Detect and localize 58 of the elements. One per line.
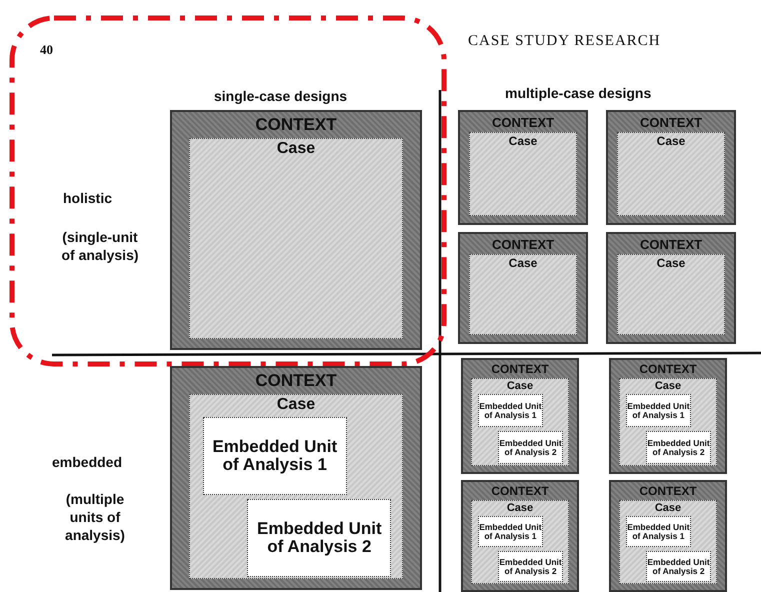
context-heading: CONTEXT	[254, 115, 338, 135]
case-box	[617, 254, 725, 335]
row-subheading: (multiple units of analysis)	[64, 490, 126, 545]
page-number: 40	[40, 42, 53, 58]
case-box	[469, 254, 577, 335]
embedded-unit-box: Embedded Unit of Analysis 2	[646, 551, 712, 582]
embedded-unit-box: Embedded Unit of Analysis 1	[478, 516, 544, 547]
embedded-unit-box: Embedded Unit of Analysis 1	[626, 394, 692, 427]
case-box	[471, 500, 569, 584]
embedded-unit-box: Embedded Unit of Analysis 2	[247, 499, 392, 577]
case-box	[471, 378, 569, 466]
column-heading: single-case designs	[214, 88, 348, 104]
embedded-unit-box: Embedded Unit of Analysis 2	[646, 431, 712, 464]
case-box	[619, 500, 717, 584]
case-label: Case	[656, 134, 686, 148]
case-label: Case	[656, 256, 686, 270]
context-box	[458, 232, 588, 344]
context-box	[606, 110, 736, 225]
context-box	[461, 480, 579, 592]
context-heading: CONTEXT	[490, 362, 550, 376]
context-box	[170, 366, 422, 590]
embedded-unit-box: Embedded Unit of Analysis 1	[626, 516, 692, 547]
context-heading: CONTEXT	[490, 484, 550, 498]
case-label: Case	[508, 134, 538, 148]
case-label: Case	[654, 380, 682, 392]
context-heading: CONTEXT	[638, 115, 704, 130]
row-heading: embedded	[52, 454, 122, 470]
case-label: Case	[506, 380, 534, 392]
context-box	[458, 110, 588, 225]
context-heading: CONTEXT	[490, 237, 556, 252]
context-box	[606, 232, 736, 344]
context-heading: CONTEXT	[490, 115, 556, 130]
case-box	[619, 378, 717, 466]
case-box	[469, 132, 577, 216]
case-label: Case	[276, 140, 316, 158]
case-box	[617, 132, 725, 216]
case-label: Case	[276, 396, 316, 414]
column-heading: multiple-case designs	[505, 85, 652, 101]
context-box	[461, 358, 579, 474]
context-heading: CONTEXT	[254, 371, 338, 391]
context-box	[609, 358, 727, 474]
row-heading: holistic	[63, 190, 112, 206]
case-label: Case	[506, 502, 534, 514]
context-heading: CONTEXT	[638, 362, 698, 376]
context-box	[609, 480, 727, 592]
case-box	[189, 138, 403, 339]
case-box	[189, 394, 403, 579]
embedded-unit-box: Embedded Unit of Analysis 1	[478, 394, 544, 427]
embedded-unit-box: Embedded Unit of Analysis 1	[202, 417, 347, 495]
context-heading: CONTEXT	[638, 484, 698, 498]
running-head: CASE STUDY RESEARCH	[468, 33, 661, 50]
case-label: Case	[508, 256, 538, 270]
row-subheading: (single-unit of analysis)	[60, 228, 140, 264]
embedded-unit-box: Embedded Unit of Analysis 2	[498, 551, 564, 582]
embedded-unit-box: Embedded Unit of Analysis 2	[498, 431, 564, 464]
context-heading: CONTEXT	[638, 237, 704, 252]
case-label: Case	[654, 502, 682, 514]
context-box	[170, 110, 422, 350]
